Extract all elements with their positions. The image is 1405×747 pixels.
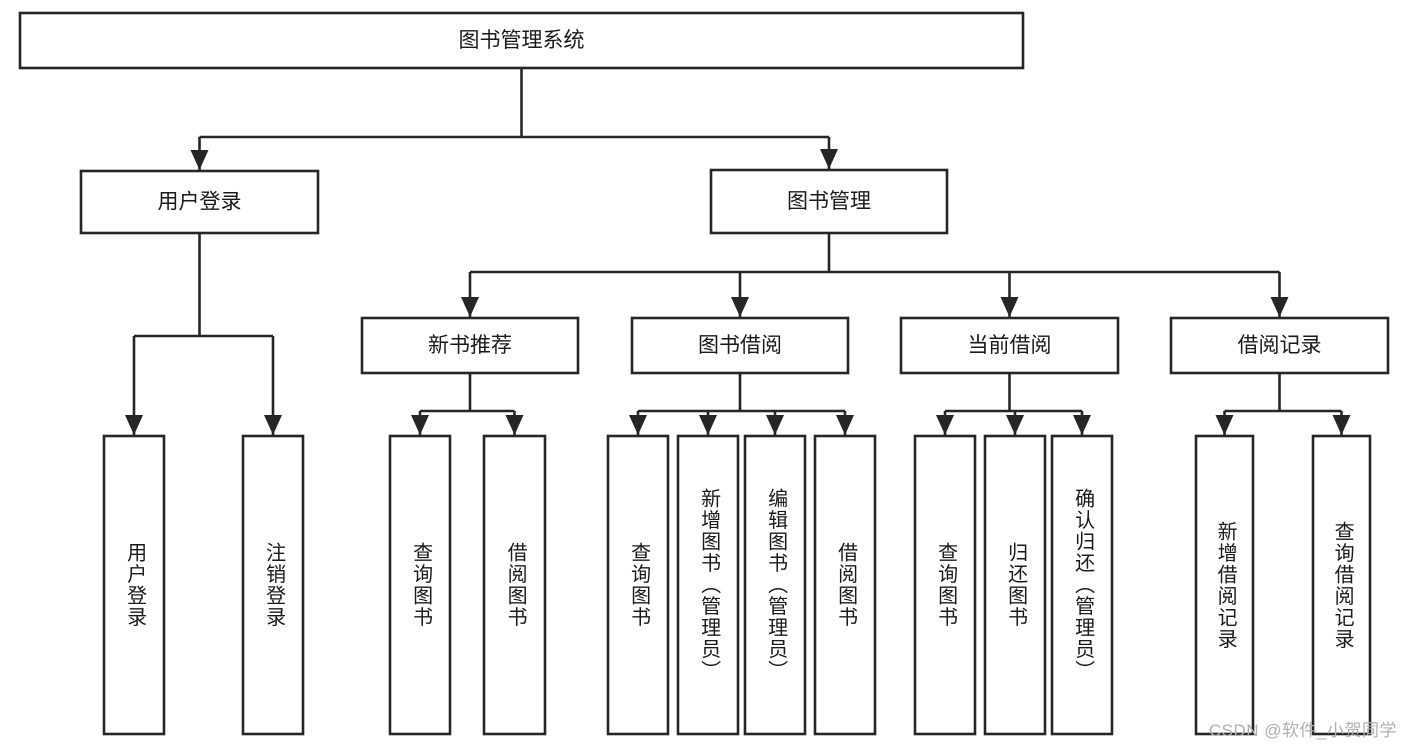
arrow-head-icon-leaf-12	[1332, 415, 1351, 435]
arrow-head-icon-level3-1	[731, 297, 749, 317]
arrow-head-icon-leaf-3	[505, 415, 524, 435]
arrow-head-icon-level2-0	[190, 150, 209, 170]
csdn-watermark: CSDN @软件_小贺同学	[1208, 721, 1397, 740]
node-level2-label-1: 图书管理	[787, 190, 871, 213]
node-leaf-box-6[interactable]	[743, 434, 807, 736]
arrow-head-icon-level3-0	[461, 297, 479, 317]
node-root-box[interactable]	[18, 11, 1025, 70]
node-level3-label-3: 借阅记录	[1238, 334, 1322, 357]
node-level3-box-0[interactable]	[360, 316, 580, 375]
node-leaf-box-3[interactable]	[482, 434, 547, 736]
boxes-layer	[18, 11, 1390, 736]
node-level3-label-1: 图书借阅	[698, 334, 782, 357]
arrow-head-icon-leaf-10	[1073, 415, 1091, 435]
arrow-head-icon-leaf-4	[629, 415, 647, 435]
node-level2-label-0: 用户登录	[158, 191, 242, 214]
node-leaf-box-11[interactable]	[1194, 434, 1255, 736]
node-leaf-box-0[interactable]	[102, 434, 166, 736]
arrow-head-icon-leaf-2	[411, 415, 429, 435]
node-leaf-box-9[interactable]	[983, 434, 1047, 736]
arrow-head-icon-level2-1	[820, 149, 838, 169]
node-leaf-box-4[interactable]	[606, 434, 670, 736]
node-leaf-box-1[interactable]	[241, 434, 305, 736]
node-leaf-box-12[interactable]	[1311, 434, 1372, 736]
node-level3-label-2: 当前借阅	[968, 334, 1052, 357]
edges-layer	[125, 68, 1351, 435]
arrow-head-icon-leaf-11	[1215, 415, 1234, 435]
arrow-head-icon-level3-3	[1270, 297, 1289, 317]
node-level2-box-1[interactable]	[709, 168, 949, 235]
node-level3-box-1[interactable]	[630, 316, 850, 375]
arrow-head-icon-leaf-5	[699, 415, 717, 435]
node-root-label: 图书管理系统	[459, 29, 585, 52]
node-leaf-box-10[interactable]	[1050, 434, 1114, 736]
node-leaf-box-8[interactable]	[913, 434, 977, 736]
node-level3-box-3[interactable]	[1169, 316, 1390, 375]
arrow-head-icon-leaf-1	[264, 415, 282, 435]
node-leaf-box-7[interactable]	[813, 434, 877, 736]
node-level2-box-0[interactable]	[79, 169, 320, 235]
arrow-head-icon-leaf-8	[936, 415, 954, 435]
node-leaf-box-5[interactable]	[676, 434, 740, 736]
arrow-head-icon-leaf-6	[766, 415, 784, 435]
arrow-head-icon-leaf-0	[125, 415, 143, 435]
arrow-head-icon-level3-2	[1000, 297, 1019, 317]
arrow-head-icon-leaf-7	[836, 415, 854, 435]
node-leaf-box-2[interactable]	[388, 434, 452, 736]
node-level3-box-2[interactable]	[899, 316, 1120, 375]
node-level3-label-0: 新书推荐	[428, 334, 512, 357]
arrow-head-icon-leaf-9	[1006, 415, 1024, 435]
